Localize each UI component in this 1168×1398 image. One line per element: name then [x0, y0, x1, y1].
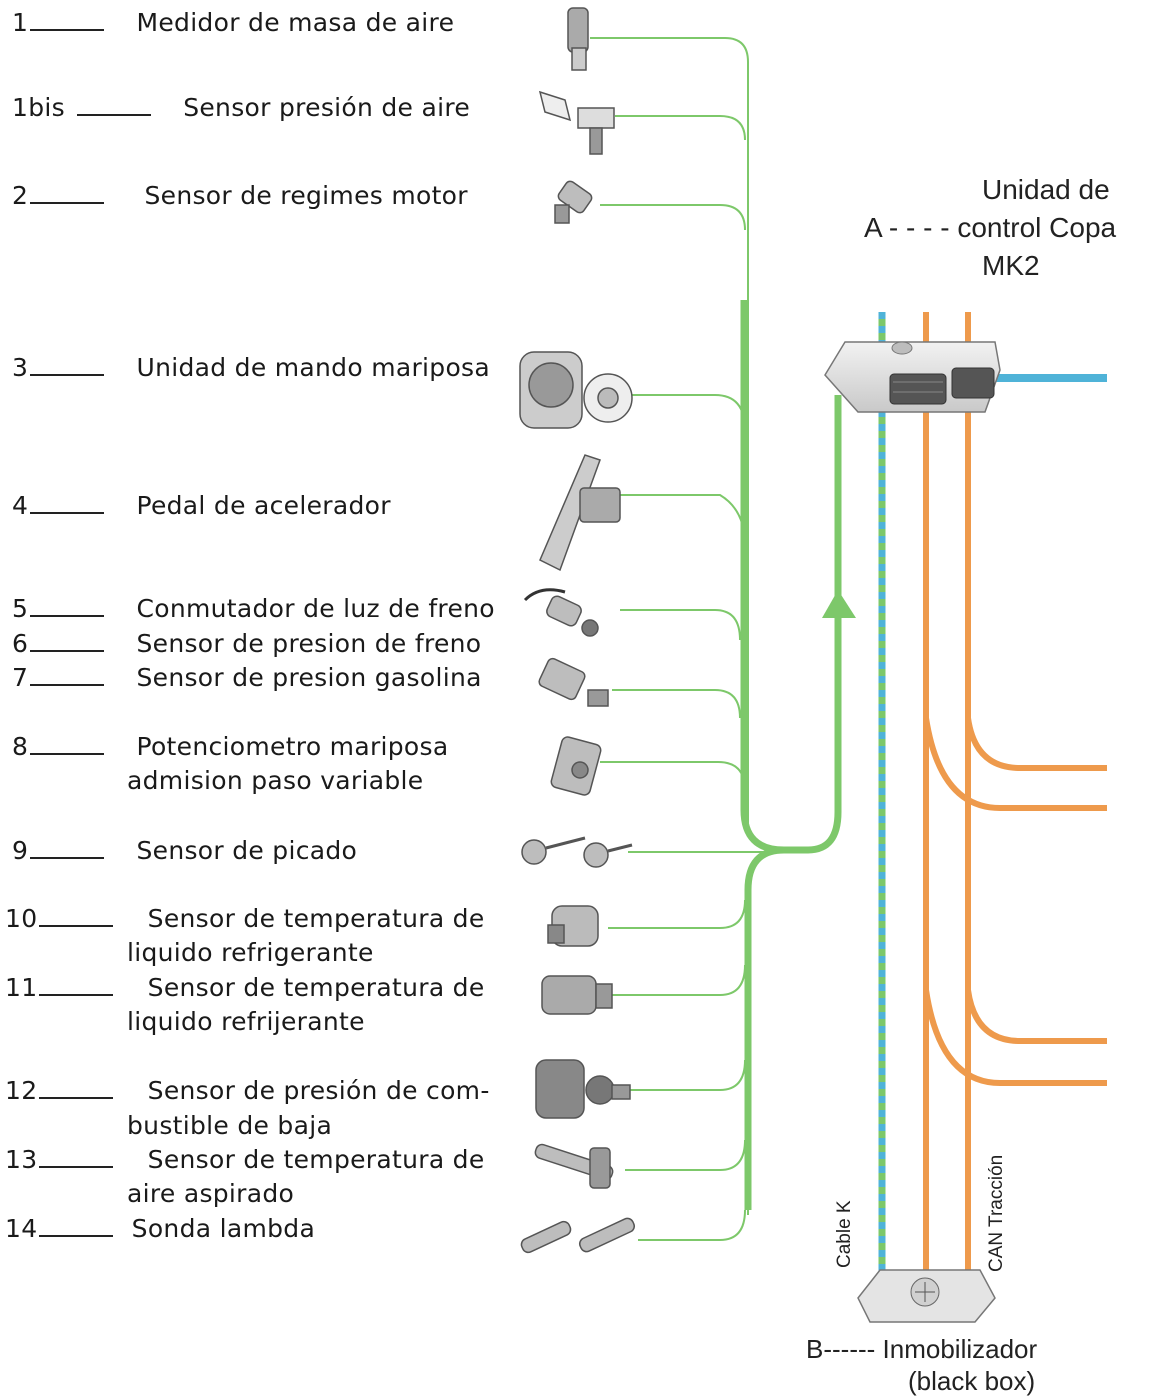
sensor-label-8-line2: admision paso variable — [127, 766, 424, 795]
coolant-temp-sensor-icon — [547, 905, 599, 947]
sensor-label-1: 1 Medidor de masa de aire — [12, 8, 455, 37]
sensor-label-9: 9 Sensor de picado — [12, 836, 358, 865]
sensor-wires — [590, 37, 765, 1241]
sensor-label-12-line2: bustible de baja — [127, 1111, 333, 1140]
air-pressure-sensor-icon — [538, 90, 615, 155]
control-unit-dashes: - - - - — [888, 212, 950, 243]
sensor-label-12: 12 Sensor de presión de com- — [5, 1076, 490, 1105]
engine-speed-sensor-icon — [554, 180, 593, 224]
throttle-unit-icon — [519, 351, 633, 429]
fuel-pressure-sensor-icon — [538, 657, 609, 707]
signal-arrow-icon — [822, 590, 856, 618]
sensor-label-4: 4 Pedal de acelerador — [12, 491, 391, 520]
sensor-label-2: 2 Sensor de regimes motor — [12, 181, 468, 210]
control-unit-line3: MK2 — [982, 250, 1040, 281]
sensor-label-11: 11 Sensor de temperatura de — [5, 973, 485, 1002]
control-unit-line2: control Copa — [957, 212, 1117, 243]
brake-light-switch-icon — [523, 588, 599, 637]
sensor-label-14: 14 Sonda lambda — [5, 1214, 316, 1243]
accelerator-pedal-icon — [539, 454, 621, 572]
control-unit-label: A - - - - control Copa — [864, 210, 1116, 246]
can-wires — [923, 312, 1107, 1290]
sensor-label-8: 8 Potenciometro mariposa — [12, 732, 449, 761]
intake-potentiometer-icon — [550, 736, 602, 796]
immobilizer-icon — [857, 1269, 996, 1323]
sensor-label-7: 7 Sensor de presion gasolina — [12, 663, 482, 692]
immobilizer-label: B------ Inmobilizador — [806, 1332, 1037, 1366]
sensor-label-5: 5 Conmutador de luz de freno — [12, 594, 495, 623]
sensor-label-3: 3 Unidad de mando mariposa — [12, 353, 490, 382]
sensor-label-11-line2: liquido refrijerante — [127, 1007, 365, 1036]
sensor-label-10: 10 Sensor de temperatura de — [5, 904, 485, 933]
air-mass-meter-icon — [567, 7, 589, 71]
coolant-temp-sensor-2-icon — [541, 975, 613, 1015]
immobilizer-line1: Inmobilizador — [882, 1334, 1038, 1364]
control-unit-line1: Unidad de — [982, 174, 1110, 205]
control-unit-prefix: A — [864, 212, 882, 243]
immobilizer-prefix: B------ — [806, 1334, 876, 1364]
sensor-label-1bis: 1bis Sensor presión de aire — [12, 93, 471, 122]
ecu-icon — [824, 341, 1001, 413]
knock-sensor-icon — [521, 836, 633, 868]
sensor-label-13: 13 Sensor de temperatura de — [5, 1145, 485, 1174]
sensor-label-10-line2: liquido refrigerante — [127, 938, 374, 967]
sensor-label-6: 6 Sensor de presion de freno — [12, 629, 482, 658]
intake-air-temp-sensor-icon — [534, 1143, 614, 1189]
cable-k-label: Cable K — [834, 1200, 855, 1268]
lambda-probe-icon — [520, 1217, 636, 1254]
low-fuel-pressure-sensor-icon — [535, 1059, 631, 1119]
sensor-label-13-line2: aire aspirado — [127, 1179, 295, 1208]
immobilizer-line2: (black box) — [908, 1366, 1036, 1396]
green-harness — [740, 300, 842, 1210]
can-traccion-label: CAN Tracción — [986, 1154, 1007, 1272]
